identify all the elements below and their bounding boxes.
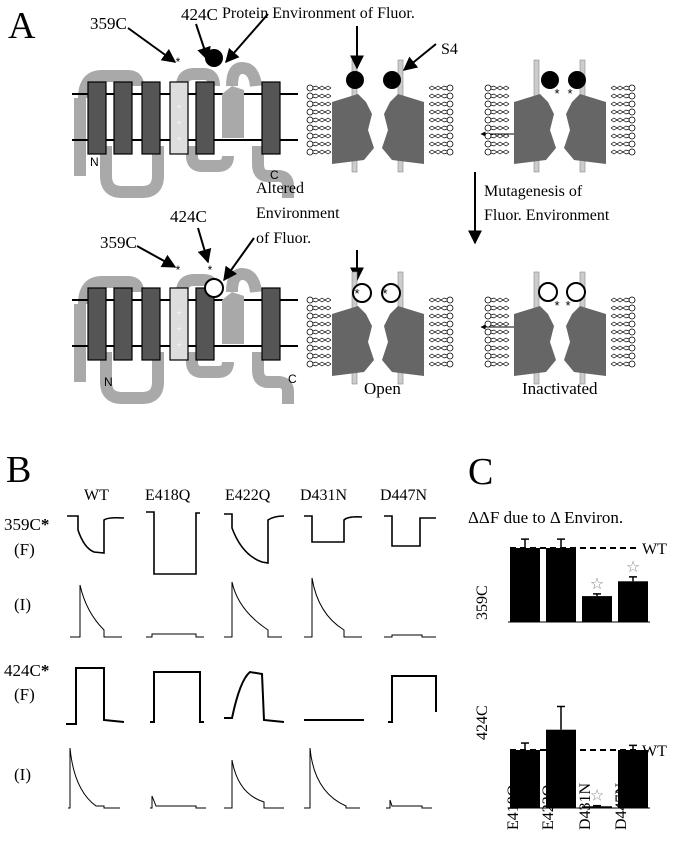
panel-b-column-headers: WT E418Q E422Q D431N D447N [84, 487, 428, 504]
trace-424c-f-wt [66, 667, 125, 725]
svg-text:*: * [382, 286, 387, 301]
svg-text:*: * [554, 86, 559, 101]
trace-424c-i-e418q [150, 795, 206, 809]
mutagenesis-label-2: Fluor. Environment [484, 207, 610, 224]
row1-current-traces [70, 577, 436, 638]
row2-f-label: (F) [14, 685, 35, 704]
bar-424c-d431n [582, 806, 612, 809]
site-424c-label-bottom: 424C [170, 207, 207, 226]
svg-text:*: * [352, 74, 357, 89]
c-terminus-label-bottom: C [288, 372, 297, 386]
chart-359c: ☆☆WT [508, 538, 667, 623]
col-header-d431n: D431N [300, 487, 348, 504]
bar-424c-e422q [546, 729, 576, 808]
trace-359c-f-d447n [384, 515, 436, 547]
trace-424c-i-wt [68, 747, 120, 809]
altered-env-line2: Environment [256, 205, 340, 222]
altered-env-line3: of Fluor. [256, 230, 311, 247]
bar-424c-e418q [510, 750, 540, 808]
wt-reference-label-424c: WT [642, 743, 667, 760]
bar-424c-d447n [618, 750, 648, 808]
row2-site-label: 424C* [4, 661, 49, 680]
svg-text:*: * [176, 55, 181, 69]
trace-424c-i-e422q [224, 759, 284, 809]
fluor-open-bottom [204, 278, 224, 298]
row1-site-label: 359C* [4, 515, 49, 534]
cat-label-e418q: E418Q [505, 784, 522, 830]
row1-fluorescence-traces [67, 511, 436, 575]
svg-text:*: * [208, 55, 213, 69]
trace-424c-f-e422q [224, 670, 285, 723]
bar-359c-e418q [510, 548, 540, 622]
panel-c-title: ΔΔF due to Δ Environ. [468, 508, 623, 527]
bar-359c-e422q [546, 548, 576, 622]
trace-359c-f-wt [67, 515, 125, 554]
trace-359c-i-wt [70, 584, 122, 638]
trace-359c-f-e422q [224, 513, 285, 564]
trace-424c-i-d431n [304, 747, 360, 809]
wt-reference-label-359c: WT [642, 541, 667, 558]
row1-f-label: (F) [14, 540, 35, 559]
altered-env-line1: Altered [256, 180, 304, 197]
row2-current-traces [68, 747, 432, 809]
site-359c-label-bottom: 359C [100, 233, 137, 252]
n-terminus-label-bottom: N [104, 375, 113, 389]
protein-environment-title: Protein Environment of Fluor. [222, 5, 415, 22]
svg-text:*: * [354, 286, 359, 301]
state-inactivated-label: Inactivated [522, 379, 598, 398]
svg-text:*: * [208, 263, 213, 277]
topology-diagram-bottom: * * N C [72, 263, 298, 404]
trace-359c-i-e418q [146, 633, 204, 638]
panel-b-label: B [6, 449, 31, 491]
svg-text:*: * [389, 74, 394, 89]
significance-star-d431n: ☆ [590, 574, 604, 593]
channel-diagram-top-open: * * [307, 59, 453, 173]
bar-359c-d431n [582, 596, 612, 622]
bar-359c-d447n [618, 581, 648, 622]
trace-424c-f-d447n [388, 675, 437, 723]
n-terminus-label: N [90, 155, 99, 169]
trace-359c-f-d431n [304, 515, 363, 543]
row2-i-label: (I) [14, 765, 31, 784]
channel-diagram-bottom-open: * * [307, 271, 453, 385]
c-terminus-label: C [270, 168, 279, 182]
s4-label: S4 [441, 41, 458, 58]
site-359c-label-top: 359C [90, 14, 127, 33]
trace-359c-i-d447n [384, 634, 436, 638]
panel-a-label: A [8, 5, 36, 47]
significance-star-d431n: ☆ [590, 786, 604, 805]
trace-359c-f-e418q [146, 511, 200, 575]
site-424c-label-top: 424C [181, 5, 218, 24]
panel-c-label: C [468, 451, 493, 493]
col-header-d447n: D447N [380, 487, 428, 504]
svg-text:*: * [565, 298, 570, 313]
svg-text:*: * [554, 298, 559, 313]
channel-diagram-bottom-inactivated: * * [485, 271, 635, 385]
row2-fluorescence-traces [66, 667, 437, 725]
cat-label-d431n: D431N [577, 782, 594, 830]
chart1-ylabel: 359C [474, 585, 491, 620]
svg-text:*: * [176, 263, 181, 277]
chart-424c: ☆ WT [508, 705, 667, 809]
cat-label-d447n: D447N [613, 782, 630, 830]
significance-star-d447n: ☆ [626, 557, 640, 576]
trace-424c-i-d447n [386, 799, 432, 809]
col-header-e418q: E418Q [145, 487, 191, 504]
trace-359c-i-d431n [304, 577, 362, 638]
topology-diagram-top: * * N C [72, 49, 298, 198]
trace-359c-i-e422q [224, 581, 282, 638]
col-header-wt: WT [84, 487, 109, 504]
mutagenesis-label-1: Mutagenesis of [484, 183, 583, 200]
cat-label-e422q: E422Q [540, 784, 557, 830]
svg-text:*: * [567, 86, 572, 101]
state-open-label: Open [364, 379, 401, 398]
chart2-ylabel: 424C [474, 705, 491, 740]
channel-diagram-top-inactivated: * * [485, 59, 635, 173]
col-header-e422q: E422Q [225, 487, 271, 504]
category-labels: E418Q E422Q D431N D447N [505, 782, 630, 830]
row1-i-label: (I) [14, 595, 31, 614]
trace-424c-f-e418q [150, 671, 204, 723]
